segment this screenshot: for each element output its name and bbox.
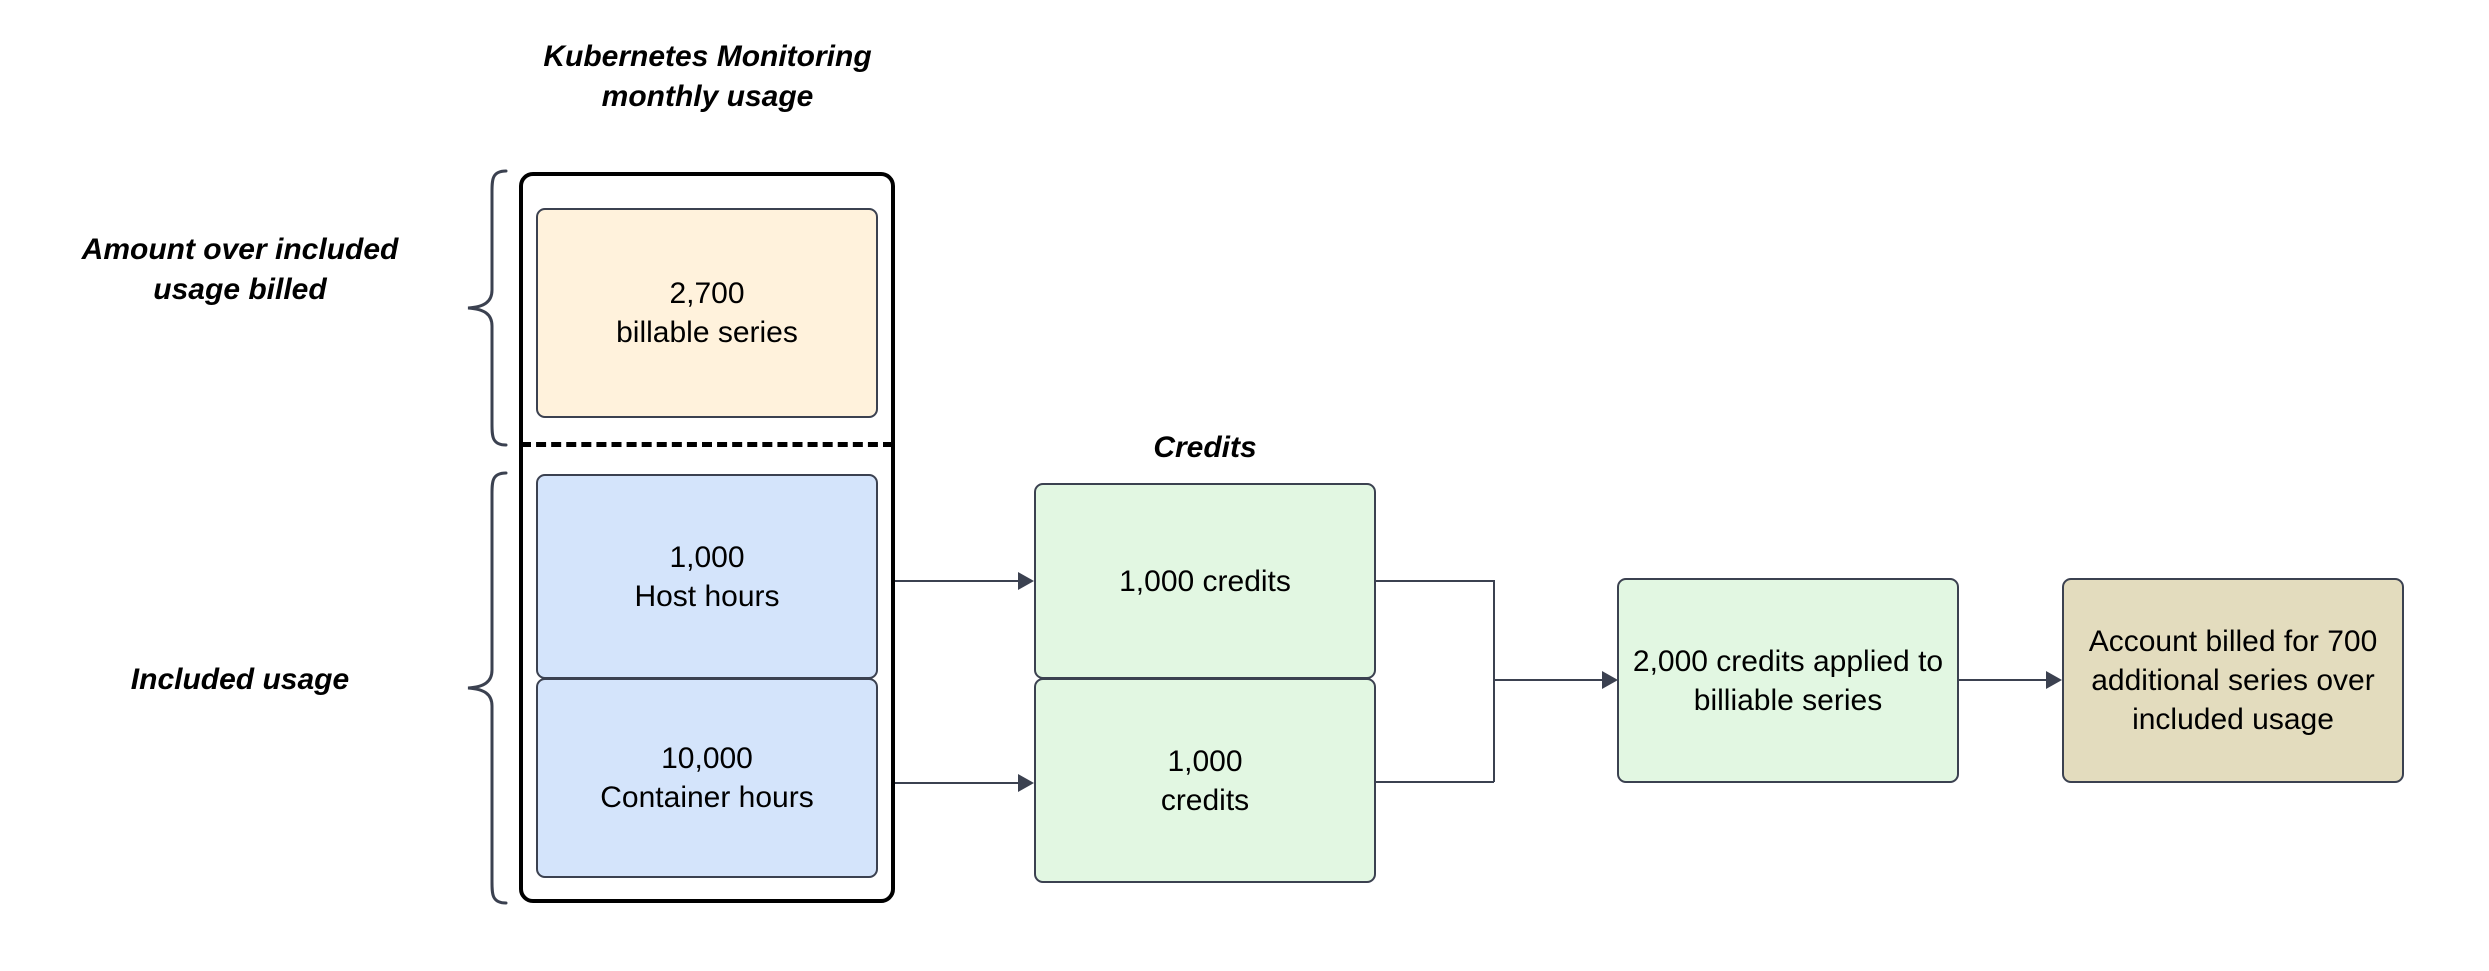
usage-container-title: Kubernetes Monitoring monthly usage (543, 40, 872, 113)
connector-credit1-out (1376, 580, 1494, 582)
credits-box-container-text: 1,000 credits (1160, 744, 1250, 817)
connector-merged-to-applied (1493, 679, 1603, 681)
host-hours-box[interactable]: 1,000 Host hours (536, 474, 878, 679)
connector-applied-to-billed (1959, 679, 2047, 681)
container-hours-text: 10,000 Container hours (600, 742, 814, 814)
connector-credit2-up (1493, 680, 1495, 782)
connector-credit1-down (1493, 580, 1495, 680)
connector-host-to-credits (895, 580, 1018, 582)
connector-applied-to-billed-arrow (2046, 671, 2062, 689)
bracket-label-over-included: Amount over included usage billed (81, 233, 399, 306)
brace-over-included (462, 168, 508, 448)
credits-box-host-text: 1,000 credits (1119, 564, 1291, 598)
brace-included (462, 470, 508, 906)
credits-box-host[interactable]: 1,000 credits (1034, 483, 1376, 679)
included-usage-divider (521, 442, 893, 447)
billable-series-text: 2,700 billable series (616, 277, 798, 349)
credits-title: Credits (1153, 431, 1257, 464)
connector-host-to-credits-arrow (1018, 572, 1034, 590)
connector-merged-to-applied-arrow (1602, 671, 1618, 689)
container-hours-box[interactable]: 10,000 Container hours (536, 678, 878, 878)
host-hours-text: 1,000 Host hours (634, 540, 780, 613)
bracket-label-included: Included usage (130, 663, 350, 696)
connector-container-to-credits-arrow (1018, 774, 1034, 792)
connector-container-to-credits (895, 782, 1018, 784)
credits-box-container[interactable]: 1,000 credits (1034, 678, 1376, 883)
credits-applied-text: 2,000 credits applied to billiable serie… (1632, 644, 1944, 717)
credits-applied-box[interactable]: 2,000 credits applied to billiable serie… (1617, 578, 1959, 783)
billable-series-box[interactable]: 2,700 billable series (536, 208, 878, 418)
connector-credit2-out (1376, 781, 1494, 783)
account-billed-text: Account billed for 700 additional series… (2088, 625, 2378, 736)
account-billed-box[interactable]: Account billed for 700 additional series… (2062, 578, 2404, 783)
